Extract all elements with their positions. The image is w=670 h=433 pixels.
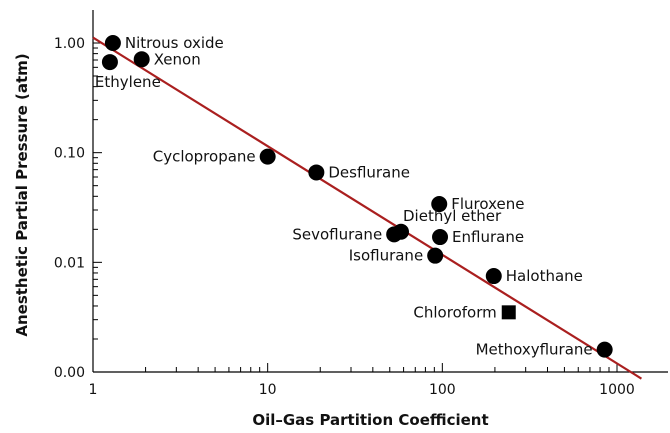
x-axis-title: Oil–Gas Partition Coefficient <box>252 411 488 429</box>
y-tick-label: 1.00 <box>54 36 85 52</box>
point-label: Halothane <box>506 267 583 285</box>
y-tick-label: 0.01 <box>54 255 85 271</box>
data-point <box>259 148 276 165</box>
x-tick-label: 100 <box>429 382 456 398</box>
data-point <box>386 226 403 243</box>
point-label: Desflurane <box>328 163 410 181</box>
data-point <box>596 341 613 358</box>
fit-line-group <box>92 36 643 380</box>
data-points: Nitrous oxideXenonEthyleneCyclopropaneDe… <box>95 34 613 359</box>
data-point <box>308 164 325 181</box>
y-tick-label: 0.10 <box>54 146 85 162</box>
point-label: Cyclopropane <box>153 148 256 166</box>
point-label: Chloroform <box>413 303 496 321</box>
data-point <box>101 54 118 71</box>
point-label: Xenon <box>154 50 201 68</box>
x-tick-label: 1000 <box>599 382 635 398</box>
point-label: Ethylene <box>95 73 161 91</box>
y-axis-title: Anesthetic Partial Pressure (atm) <box>13 53 31 336</box>
y-tick-label: 0.00 <box>54 365 85 381</box>
point-label: Methoxyflurane <box>476 341 593 359</box>
data-point-square <box>501 305 516 320</box>
point-label: Fluroxene <box>451 195 524 213</box>
x-tick-label: 1 <box>89 382 98 398</box>
data-point <box>104 35 121 51</box>
fit-line <box>92 36 643 380</box>
data-point <box>432 229 449 246</box>
point-label: Isoflurane <box>349 247 423 265</box>
data-point <box>485 268 502 285</box>
point-label: Enflurane <box>452 228 524 246</box>
point-label: Sevoflurane <box>292 225 382 243</box>
point-label: Nitrous oxide <box>125 34 224 52</box>
point-label: Diethyl ether <box>403 207 502 225</box>
axes <box>92 10 668 373</box>
data-point <box>133 51 150 68</box>
x-tick-label: 10 <box>259 382 277 398</box>
data-point <box>427 247 444 264</box>
data-point <box>431 196 448 213</box>
ticks: 1 10 100 1000 0.00 0.01 0.10 1.00 <box>54 36 635 398</box>
